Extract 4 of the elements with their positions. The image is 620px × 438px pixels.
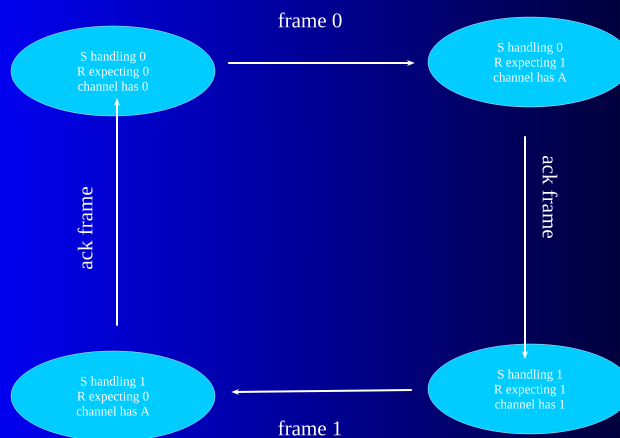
edge-label: frame 0 bbox=[278, 12, 342, 28]
edge-label: ack frame bbox=[542, 156, 558, 238]
edge-label: frame 1 bbox=[278, 420, 342, 436]
edge-label: ack frame bbox=[78, 187, 92, 269]
